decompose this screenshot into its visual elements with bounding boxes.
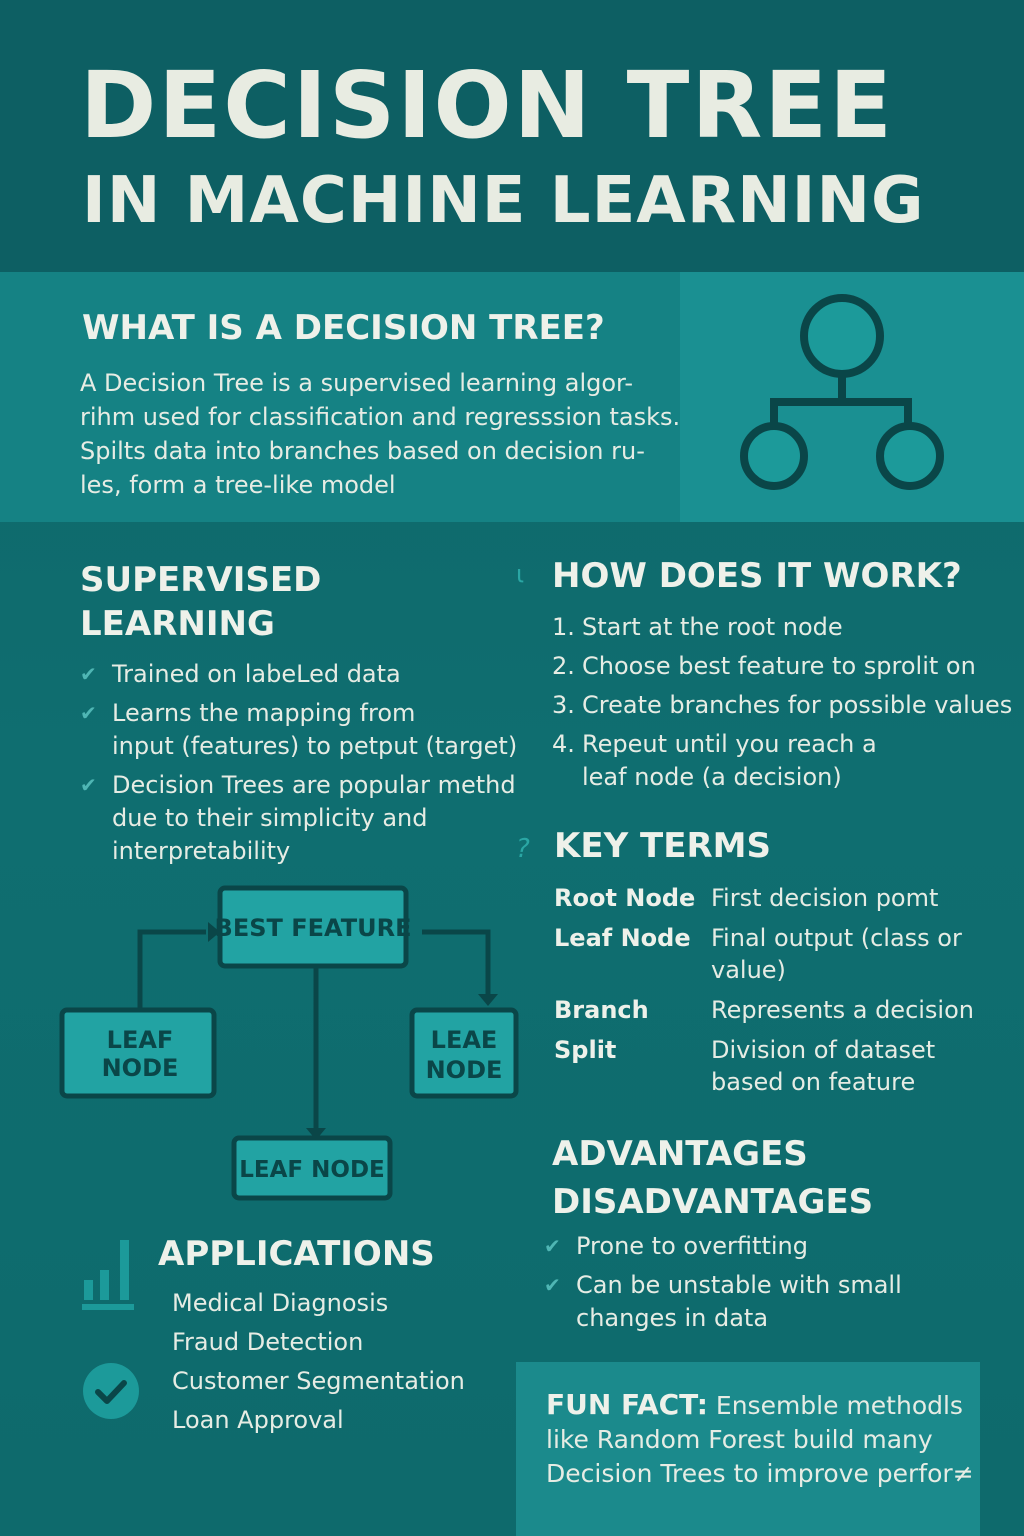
application-item: Fraud Detection <box>172 1328 364 1356</box>
list-item-text: Can be unstable with small <box>576 1271 902 1299</box>
left-leaf-label: LEAF <box>107 1026 174 1054</box>
supervised-list: ✔ Trained on labeLed data ✔ Learns the m… <box>80 658 518 874</box>
term-row: Split Division of dataset based on featu… <box>554 1034 1014 1098</box>
step-item: 2.Choose best feature to sprolit on <box>552 650 1012 683</box>
fun-fact-box <box>516 1362 980 1536</box>
term-definition: Final output (class or value) <box>711 924 962 984</box>
term-definition: First decision pomt <box>711 884 939 912</box>
list-item-text: Prone to overfitting <box>576 1232 808 1260</box>
step-text: Repeut until you reach a <box>582 730 877 758</box>
step-number: 3. <box>552 691 575 719</box>
key-terms-heading: KEY TERMS <box>554 826 771 866</box>
application-item: Loan Approval <box>172 1406 344 1434</box>
check-circle-icon <box>83 1363 139 1419</box>
term-definition: Represents a decision <box>711 996 974 1024</box>
how-steps: 1.Start at the root node 2.Choose best f… <box>552 611 1012 800</box>
term-row: Leaf Node Final output (class or value) <box>554 922 1014 986</box>
how-marker: ι <box>516 560 525 588</box>
application-item: Customer Segmentation <box>172 1367 465 1395</box>
paragraph-line: Spilts data into branches based on decis… <box>80 437 645 465</box>
applications-heading: APPLICATIONS <box>158 1234 435 1274</box>
adv-disadv-heading: ADVANTAGES DISADVANTAGES <box>552 1130 873 1226</box>
step-text: Start at the root node <box>582 613 843 641</box>
list-item-text: Decision Trees are popular methd <box>112 771 516 799</box>
fun-fact-text: FUN FACT: Ensemble methodls like Random … <box>546 1388 976 1491</box>
left-leaf-label: NODE <box>102 1054 179 1082</box>
list-item-text: interpretability <box>112 837 291 865</box>
heading-line: ADVANTAGES <box>552 1134 808 1174</box>
paragraph-line: A Decision Tree is a supervised learning… <box>80 369 634 397</box>
fun-fact-line: FUN FACT: Ensemble methodls <box>546 1388 976 1423</box>
header-banner <box>0 0 1024 272</box>
application-item: Medical Diagnosis <box>172 1289 389 1317</box>
root-node-box <box>217 885 409 969</box>
key-terms-table: Root Node First decision pomt Leaf Node … <box>554 882 1014 1106</box>
paragraph-line: les, form a tree-like model <box>80 471 396 499</box>
step-number: 1. <box>552 613 575 641</box>
right-leaf-label: LEAE <box>431 1026 498 1054</box>
fun-fact-line: like Random Forest build many <box>546 1425 933 1454</box>
root-node-label: BEST FEATURE <box>215 914 412 942</box>
how-heading: HOW DOES IT WORK? <box>552 556 962 596</box>
what-is-heading: WHAT IS A DECISION TREE? <box>82 308 605 348</box>
bar-chart-icon <box>82 1240 134 1310</box>
tree-diagram-icon <box>740 294 944 490</box>
key-terms-marker: ? <box>516 834 530 864</box>
list-item: ✔ Prone to overfitting <box>544 1230 984 1263</box>
left-leaf-box <box>59 1007 217 1099</box>
list-item-text: input (features) to petput (target) <box>112 732 518 760</box>
list-item-text: Trained on labeLed data <box>112 660 401 688</box>
disadvantages-list: ✔ Prone to overfitting ✔ Can be unstable… <box>544 1230 984 1341</box>
step-number: 2. <box>552 652 575 680</box>
heading-line: SUPERVISED <box>80 560 322 600</box>
right-leaf-box <box>409 1007 519 1099</box>
term-definition: Division of dataset based on feature <box>711 1036 936 1096</box>
applications-list: Medical Diagnosis Fraud Detection Custom… <box>172 1284 465 1440</box>
check-icon: ✔ <box>544 1273 561 1297</box>
fun-fact-line-text: Ensemble methodls <box>707 1391 963 1420</box>
heading-line: DISADVANTAGES <box>552 1182 874 1222</box>
term-name: Branch <box>554 996 649 1024</box>
check-icon: ✔ <box>80 773 97 797</box>
term-row: Root Node First decision pomt <box>554 882 1014 914</box>
step-item: 4.Repeut until you reach a leaf node (a d… <box>552 728 1012 794</box>
term-name: Root Node <box>554 884 696 912</box>
step-text: Choose best feature to sprolit on <box>582 652 976 680</box>
step-text: Create branches for possible values <box>582 691 1013 719</box>
list-item: ✔ Can be unstable with small changes in … <box>544 1269 984 1335</box>
list-item: ✔ Learns the mapping from input (feature… <box>80 697 518 763</box>
check-icon: ✔ <box>80 701 97 725</box>
page-subtitle: IN MACHINE LEARNING <box>82 164 925 238</box>
term-name: Split <box>554 1036 617 1064</box>
tree-diagram: BEST FEATURE LEAF NODE LEAE NODE LEAF NO… <box>59 885 519 1201</box>
term-row: Branch Represents a decision <box>554 994 1014 1026</box>
what-is-paragraph: A Decision Tree is a supervised learning… <box>80 366 680 502</box>
bottom-leaf-label: LEAF NODE <box>239 1157 385 1183</box>
step-item: 3.Create branches for possible values <box>552 689 1012 722</box>
supervised-heading: SUPERVISED LEARNING <box>80 558 321 646</box>
list-item-text: Learns the mapping from <box>112 699 416 727</box>
step-item: 1.Start at the root node <box>552 611 1012 644</box>
list-item: ✔ Decision Trees are popular methd due t… <box>80 769 516 868</box>
list-item-text: due to their simplicity and <box>112 804 428 832</box>
fun-fact-line: Decision Trees to improve perfor≠ <box>546 1459 974 1488</box>
bottom-leaf-box <box>231 1135 393 1201</box>
list-item: ✔ Trained on labeLed data <box>80 658 510 691</box>
list-item-text: changes in data <box>576 1304 769 1332</box>
step-text: leaf node (a decision) <box>582 763 842 791</box>
term-name: Leaf Node <box>554 924 691 952</box>
check-icon: ✔ <box>80 662 97 686</box>
check-icon: ✔ <box>544 1234 561 1258</box>
fun-fact-label: FUN FACT: <box>546 1388 708 1421</box>
page-title: DECISION TREE <box>80 52 894 159</box>
right-leaf-label: NODE <box>426 1056 503 1084</box>
heading-line: LEARNING <box>80 604 275 644</box>
step-number: 4. <box>552 730 575 758</box>
paragraph-line: rihm used for classification and regress… <box>80 403 681 431</box>
